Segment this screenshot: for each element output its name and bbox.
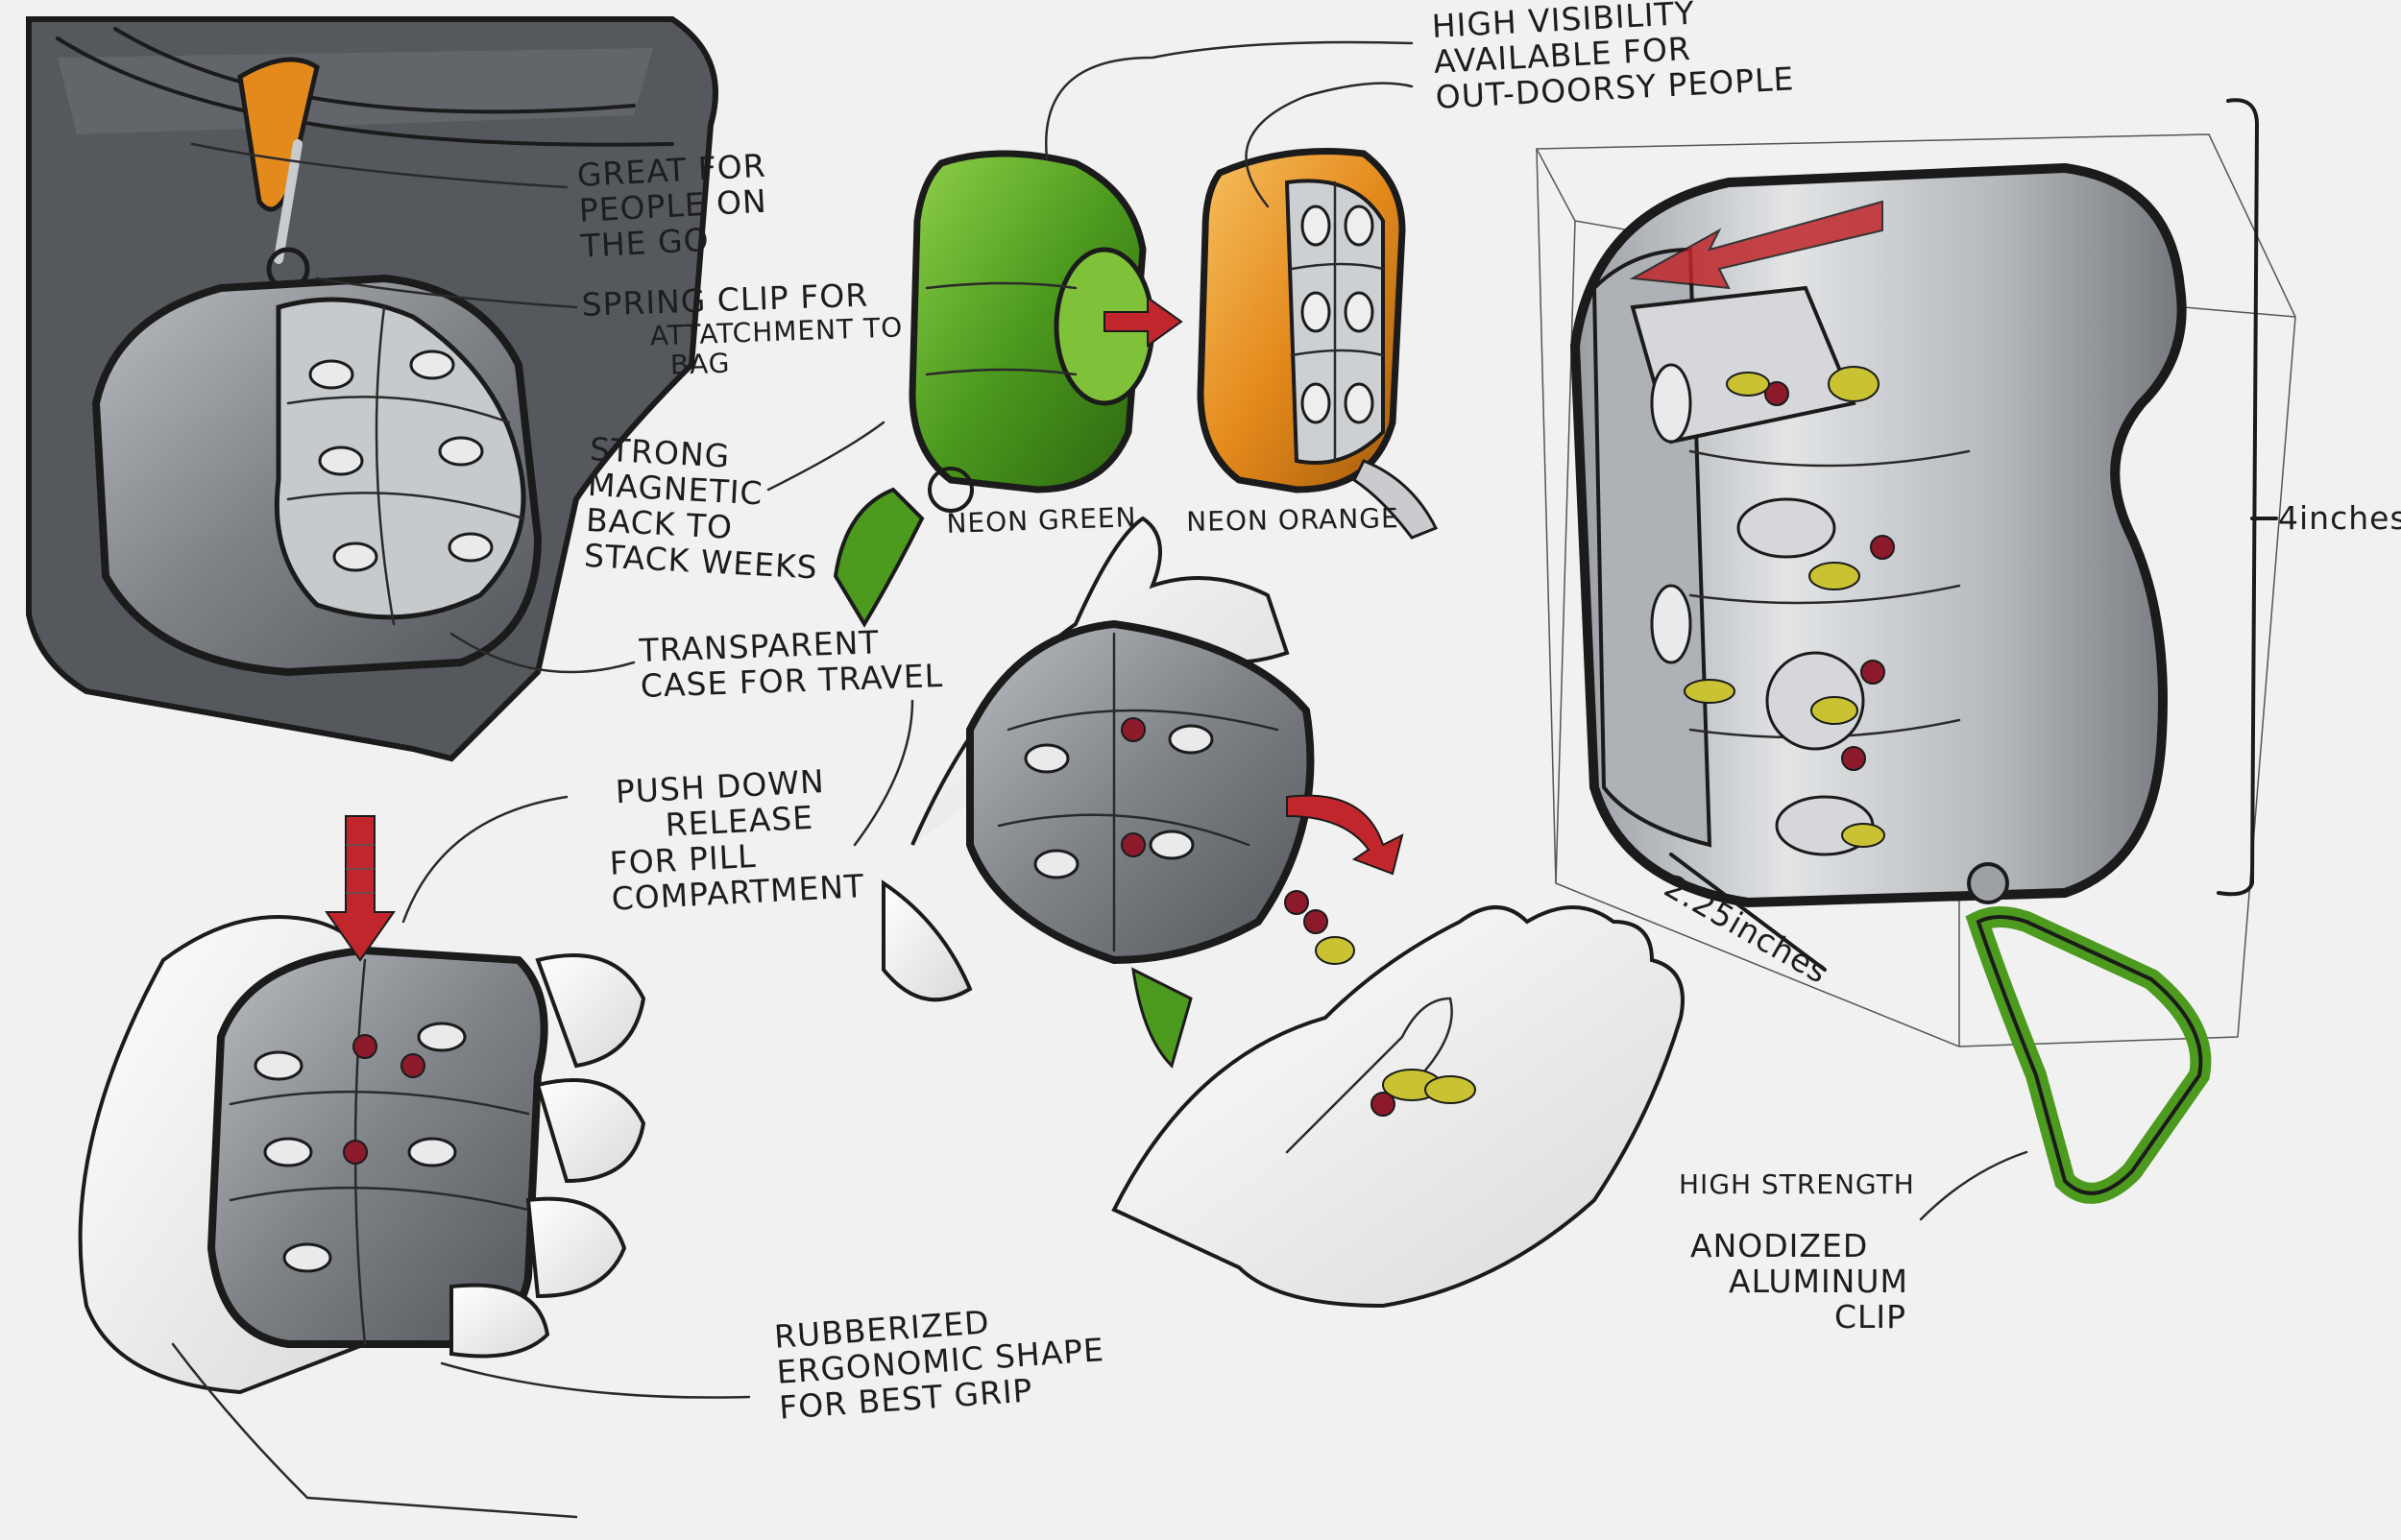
large-pill-case (1569, 162, 2187, 908)
falling-pills (1284, 890, 1355, 965)
aluminum-clip-icon (1965, 862, 2212, 1204)
note-spring-clip: SPRING CLIP FOR ATTATCHMENT TO BAG (581, 277, 905, 383)
note-line: ALUMINUM (1729, 1262, 1908, 1300)
label-height-4-inches: 4inches (2278, 499, 2401, 537)
note-anodized: ANODIZED ALUMINUM CLIP (1690, 1227, 1908, 1335)
note-high-strength: HIGH STRENGTH (1679, 1168, 1915, 1200)
label-neon-orange: NEON ORANGE (1185, 502, 1399, 538)
magnet-arrow-icon (1103, 296, 1183, 348)
leader-transparent (449, 632, 636, 674)
leader-high-vis-2 (1245, 82, 1414, 208)
orange-carabiner-icon (237, 57, 320, 291)
hand-holding-case (882, 516, 1315, 1069)
bag-mounted-pill-case (91, 274, 543, 677)
green-carabiner-icon (833, 467, 974, 628)
leader-high-vis-1 (1044, 40, 1414, 160)
depth-dimension-line (1669, 853, 1827, 972)
leader-rubberized (440, 1361, 751, 1399)
note-high-visibility: HIGH VISIBILITY AVAILABLE FOR OUT-DOORSY… (1431, 0, 1795, 116)
leader-clip (1919, 1150, 2028, 1221)
push-down-arrow-icon (325, 815, 396, 962)
neon-orange-case (1197, 148, 1439, 540)
note-transparent: TRANSPARENT CASE FOR TRAVEL (639, 623, 944, 705)
leader-magnetic (766, 421, 885, 492)
leader-great-for (190, 142, 569, 189)
leader-push-down-2 (853, 699, 914, 847)
note-push-down: PUSH DOWN RELEASE FOR PILL COMPARTMENT (605, 762, 865, 918)
leader-spring-clip (315, 277, 578, 309)
release-arrow-icon (1286, 794, 1404, 876)
note-line: ANODIZED (1690, 1227, 1869, 1264)
note-magnetic: STRONG MAGNETIC BACK TO STACK WEEKS (583, 430, 824, 586)
open-palm-with-pills (1111, 905, 1685, 1309)
label-neon-green: NEON GREEN (945, 501, 1138, 540)
note-line: CLIP (1834, 1297, 1907, 1335)
push-release-hand (78, 915, 646, 1519)
height-dimension-bracket (2217, 98, 2278, 897)
slide-direction-arrow-icon (1629, 200, 1883, 290)
note-great-for: GREAT FOR PEOPLE ON THE GO (576, 147, 770, 265)
leader-push-down (401, 795, 569, 924)
